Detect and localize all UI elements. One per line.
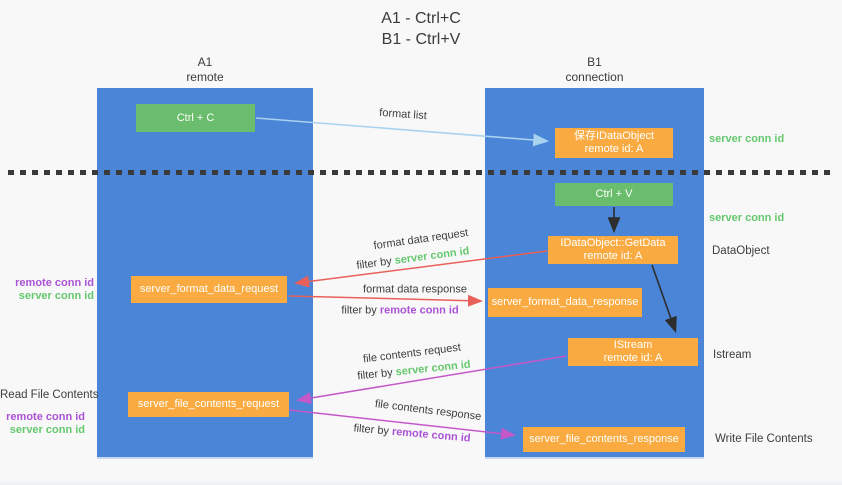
- label-dataobject: DataObject: [712, 245, 770, 257]
- label-read-file-contents: Read File Contents: [0, 389, 99, 401]
- node-idataobject-getdata: IDataObject::GetData remote id: A: [548, 236, 678, 264]
- dotted-separator: [8, 170, 835, 175]
- label-remote-conn-id-bottom: remote conn id: [6, 411, 85, 423]
- node-idataobject-getdata-line1: IDataObject::GetData: [560, 237, 666, 249]
- node-ctrl-c: Ctrl + C: [136, 104, 255, 132]
- label-filter-by-remote-1-prefix: filter by: [341, 304, 380, 317]
- node-istream: IStream remote id: A: [568, 338, 698, 366]
- label-filter-by-remote-1-highlight: remote conn id: [379, 304, 459, 317]
- node-idataobject-getdata-line2: remote id: A: [583, 250, 643, 262]
- node-server-file-contents-request: server_file_contents_request: [128, 392, 289, 417]
- node-server-file-contents-response-label: server_file_contents_response: [529, 433, 679, 445]
- node-save-idataobject-line2: remote id: A: [584, 143, 644, 155]
- label-filter-by-remote-2-prefix: filter by: [353, 422, 393, 438]
- node-server-format-data-request: server_format_data_request: [131, 276, 287, 303]
- label-server-conn-id-a1-bottom: server conn id: [9, 424, 85, 436]
- label-filter-by-server-2-prefix: filter by: [356, 366, 397, 383]
- title-line-1: A1 - Ctrl+C: [381, 10, 461, 27]
- node-server-format-data-response: server_format_data_response: [488, 288, 642, 317]
- label-a1-mid-conn-ids: remote conn id server conn id: [0, 277, 94, 303]
- node-save-idataobject: 保存IDataObject remote id: A: [555, 128, 673, 158]
- label-server-conn-id-top: server conn id: [709, 133, 785, 145]
- label-filter-by-remote-1: filter by remote conn id: [341, 305, 458, 318]
- label-server-conn-id-a1-mid: server conn id: [18, 290, 94, 302]
- node-ctrl-c-label: Ctrl + C: [176, 111, 215, 124]
- bottom-edge: [0, 479, 842, 485]
- node-istream-line2: remote id: A: [603, 352, 663, 364]
- label-remote-conn-id-mid: remote conn id: [15, 277, 94, 289]
- column-a1-header: A1 remote: [97, 55, 313, 85]
- label-format-data-response: format data response: [363, 283, 467, 296]
- diagram-title: A1 - Ctrl+C B1 - Ctrl+V: [321, 8, 521, 50]
- node-server-file-contents-response: server_file_contents_response: [523, 427, 685, 452]
- label-a1-bottom-conn-ids: remote conn id server conn id: [0, 411, 85, 437]
- node-ctrl-v-label: Ctrl + V: [595, 188, 633, 200]
- label-istream: Istream: [713, 349, 752, 361]
- label-server-conn-id-mid: server conn id: [709, 212, 785, 224]
- label-filter-by-server-1-prefix: filter by: [355, 254, 396, 272]
- column-a1-subtitle: remote: [186, 70, 224, 84]
- node-server-format-data-request-label: server_format_data_request: [139, 283, 279, 295]
- node-save-idataobject-line1: 保存IDataObject: [573, 130, 655, 142]
- label-write-file-contents: Write File Contents: [715, 433, 813, 445]
- node-istream-line1: IStream: [613, 339, 653, 351]
- column-b1-subtitle: connection: [565, 70, 624, 84]
- node-server-format-data-response-label: server_format_data_response: [491, 296, 639, 308]
- node-server-file-contents-request-label: server_file_contents_request: [137, 398, 280, 410]
- title-line-2: B1 - Ctrl+V: [381, 31, 461, 48]
- label-filter-by-remote-2-highlight: remote conn id: [391, 425, 472, 445]
- label-filter-by-remote-2: filter by remote conn id: [353, 422, 471, 445]
- column-b1-id: B1: [587, 55, 602, 69]
- arrow-format-data-response: [288, 294, 483, 307]
- label-file-contents-response: file contents response: [374, 398, 482, 423]
- column-b1-header: B1 connection: [485, 55, 704, 85]
- column-a1-id: A1: [197, 55, 213, 69]
- label-format-list: format list: [378, 106, 428, 123]
- label-filter-by-server-1: filter by server conn id: [356, 245, 470, 273]
- label-filter-by-server-2-highlight: server conn id: [395, 358, 472, 379]
- node-ctrl-v: Ctrl + V: [555, 183, 673, 206]
